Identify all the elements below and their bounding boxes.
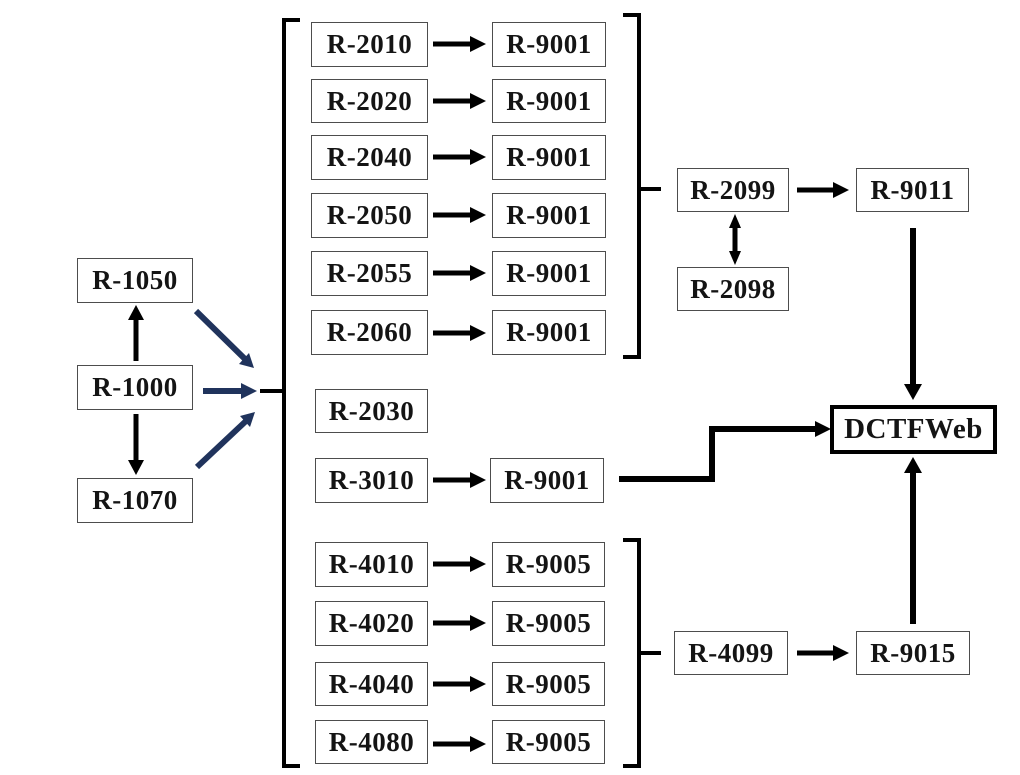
node-r-9005: R-9005 [492,720,605,764]
node-r-9005: R-9005 [492,601,605,646]
node-r-4010: R-4010 [315,542,428,587]
node-r-1070: R-1070 [77,478,193,523]
node-r-1000: R-1000 [77,365,193,410]
node-r-1050: R-1050 [77,258,193,303]
arrow-r4010-to-r9005 [433,556,486,572]
arrow-r4099-to-r9015 [797,645,849,661]
node-r-2055: R-2055 [311,251,428,296]
bracket-group-r2000 [623,13,661,359]
arrow-r2099-to-r9011 [797,182,849,198]
node-r-9001: R-9001 [490,458,604,503]
arrow-r9015-to-dctfweb [904,457,922,624]
arrow-r2060-to-r9001 [433,325,486,341]
node-r-9001: R-9001 [492,135,606,180]
arrow-r4080-to-r9005 [433,736,486,752]
arrow-r1000-to-r1070 [128,414,144,475]
main-bracket [260,18,300,768]
node-r-4080: R-4080 [315,720,428,764]
node-dctfweb: DCTFWeb [830,405,997,454]
arrow-r3010-to-r9001 [433,472,486,488]
arrow-r2055-to-r9001 [433,265,486,281]
node-r-9005: R-9005 [492,542,605,587]
node-r-9001: R-9001 [492,22,606,67]
node-r-2040: R-2040 [311,135,428,180]
node-r-9001: R-9001 [492,251,606,296]
arrow-r1070-to-bracket [194,412,255,470]
node-r-2010: R-2010 [311,22,428,67]
arrow-r1000-to-bracket [203,383,257,399]
node-r-3010: R-3010 [315,458,428,503]
node-r-9015: R-9015 [856,631,970,675]
arrow-r2020-to-r9001 [433,93,486,109]
arrow-r4040-to-r9005 [433,676,486,692]
node-r-2099: R-2099 [677,168,789,212]
node-r-2060: R-2060 [311,310,428,355]
node-r-4020: R-4020 [315,601,428,646]
node-r-2050: R-2050 [311,193,428,238]
node-r-2020: R-2020 [311,79,428,123]
node-r-4040: R-4040 [315,662,428,706]
arrow-r1050-to-bracket [193,308,254,368]
node-r-9011: R-9011 [856,168,969,212]
node-r-4099: R-4099 [674,631,788,675]
arrow-r9011-to-dctfweb [904,228,922,400]
arrow-r2050-to-r9001 [433,207,486,223]
node-r-9001: R-9001 [492,310,606,355]
arrow-r1000-to-r1050 [128,305,144,361]
bracket-group-r4000 [623,538,661,768]
node-r-9001: R-9001 [492,193,606,238]
arrow-r4020-to-r9005 [433,615,486,631]
node-r-2030: R-2030 [315,389,428,433]
arrow-r2099-r2098-bidirectional [729,214,741,265]
node-r-9005: R-9005 [492,662,605,706]
arrow-r2040-to-r9001 [433,149,486,165]
node-r-2098: R-2098 [677,267,789,311]
arrow-r2010-to-r9001 [433,36,486,52]
node-r-9001: R-9001 [492,79,606,123]
connector-r9001-to-dctfweb [619,421,831,482]
